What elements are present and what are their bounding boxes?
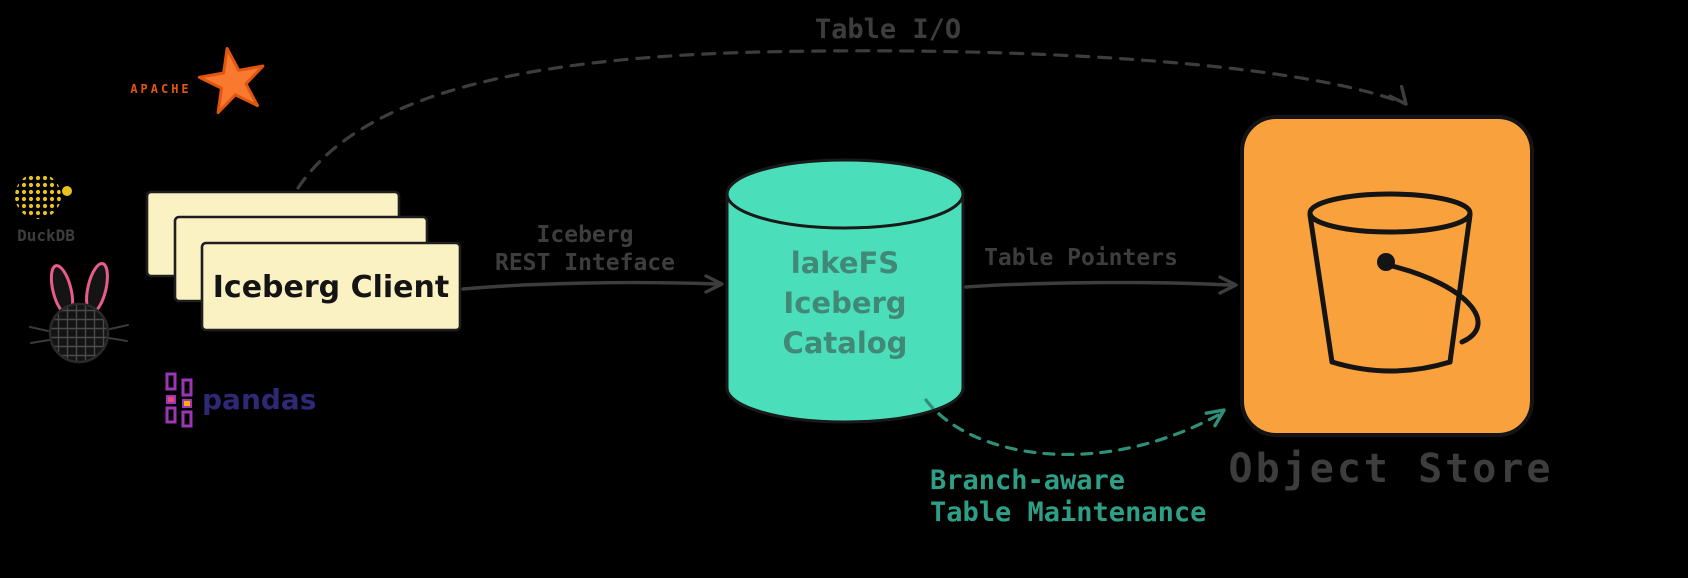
iceberg-client-label: Iceberg Client [213, 270, 449, 305]
duckdb-icon [15, 173, 61, 219]
apache-logo: APACHE [130, 47, 265, 115]
client-card-front [200, 241, 462, 332]
edge-label-table-io: Table I/O [815, 14, 961, 45]
duckdb-logo: DuckDB [15, 173, 75, 245]
edge-table-io [296, 49, 1408, 190]
edge-rest-interface [461, 280, 718, 291]
edge-label-branch-line2: Table Maintenance [930, 497, 1206, 528]
catalog-label-line2: Iceberg [783, 286, 906, 320]
edge-table-io-arrowhead [1388, 84, 1408, 106]
apache-label: APACHE [130, 82, 191, 96]
bunny-logo [29, 262, 129, 364]
catalog-cylinder-top [725, 158, 965, 230]
edge-branch-maintenance [924, 398, 1222, 457]
edge-label-branch-line1: Branch-aware [930, 465, 1125, 496]
duckdb-bill-dot [62, 186, 72, 196]
edge-table-pointers [964, 280, 1232, 289]
catalog-cylinder-body [725, 194, 965, 424]
bunny-head-icon [48, 302, 110, 364]
edge-branch-maintenance-arrowhead [1204, 408, 1226, 428]
edge-rest-interface-arrowhead [704, 274, 724, 294]
edge-label-rest-line1: Iceberg [537, 222, 634, 248]
pandas-icon [165, 372, 193, 428]
lakefs-catalog-node: lakeFS Iceberg Catalog [725, 158, 965, 424]
edge-label-rest-line2: REST Inteface [495, 250, 675, 276]
object-store-box [1240, 115, 1534, 437]
edge-table-pointers-arrowhead [1218, 275, 1238, 295]
bucket-icon [1307, 191, 1481, 374]
pandas-logo: pandas [165, 372, 316, 428]
apache-star-icon [197, 47, 265, 115]
bunny-whiskers-icon [29, 324, 129, 344]
catalog-label-line3: Catalog [783, 326, 908, 360]
pandas-label: pandas [202, 383, 316, 416]
catalog-label-line1: lakeFS [791, 246, 899, 280]
duckdb-label: DuckDB [17, 226, 75, 245]
iceberg-client-stack: Iceberg Client [145, 190, 462, 332]
object-store-label: Object Store [1229, 446, 1554, 492]
object-store-node: Object Store [1229, 115, 1554, 492]
edge-label-table-pointers: Table Pointers [984, 245, 1178, 271]
